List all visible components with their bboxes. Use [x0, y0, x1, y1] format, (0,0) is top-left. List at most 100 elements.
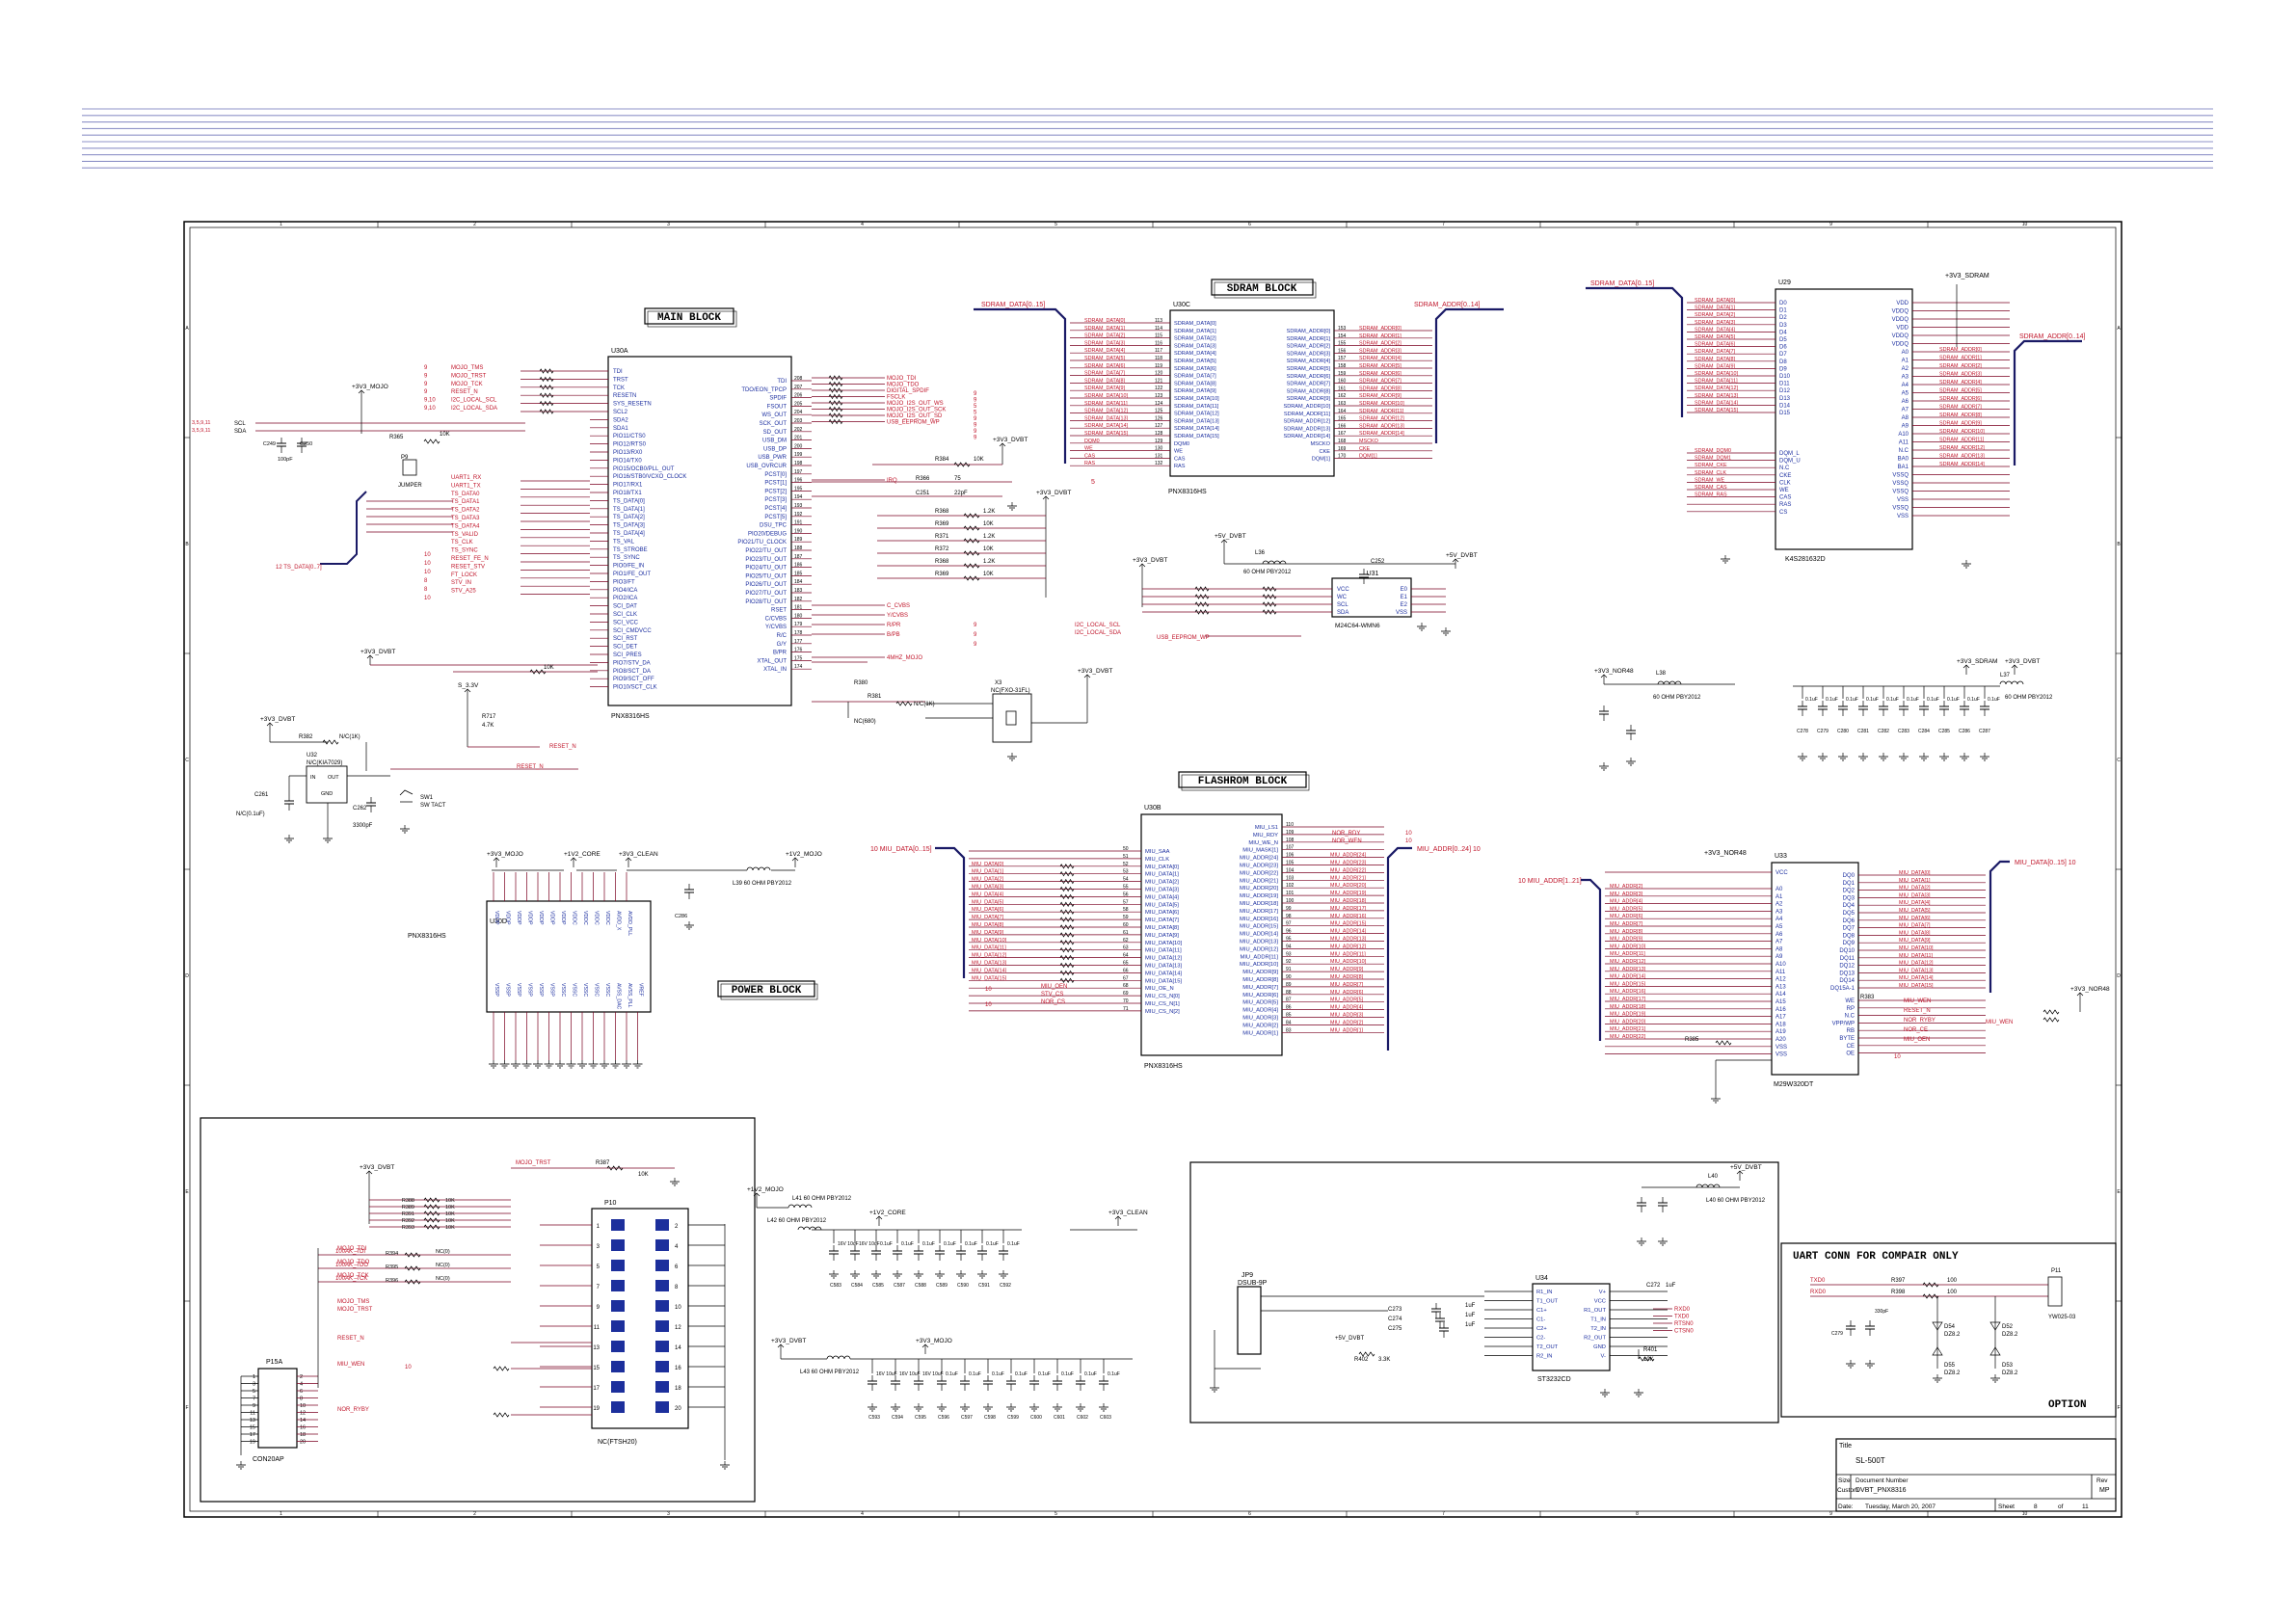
pin-number: 95	[1286, 937, 1292, 943]
net-label: 100AK_TCK	[335, 1276, 367, 1282]
pin-name: MIU_DATA[5]	[1145, 902, 1179, 908]
pin-number: 202	[794, 427, 803, 433]
pin-name: USB_PWR	[758, 455, 787, 461]
pin-number: 64	[1123, 953, 1129, 959]
supply-arrow	[1452, 558, 1459, 563]
pin-number: 106	[1286, 853, 1295, 859]
ref: C284	[1918, 729, 1930, 734]
net-label: SDRAM_ADDR[11]	[1939, 438, 1985, 443]
net-label: MIU_ADDR[20]	[1330, 883, 1367, 889]
supply-arrow	[1736, 1170, 1744, 1175]
pin-name: SDRAM_DATA[10]	[1174, 396, 1219, 402]
pin-name: TS_DATA[1]	[613, 507, 645, 513]
net-label: MIU_ADDR[5]	[1330, 998, 1364, 1003]
pin-name: D4	[1779, 330, 1787, 335]
net-label: MOJO_TMS	[451, 365, 483, 371]
net-label: MIU_WEN	[337, 1362, 364, 1368]
pin-name: D15	[1779, 411, 1791, 416]
ref: C587	[894, 1283, 905, 1289]
pin-number: 204	[794, 410, 803, 415]
net-label: MIU_ADDR[8]	[1330, 974, 1364, 980]
net-label: MIU_DATA[6]	[972, 907, 1004, 913]
col-mark: 7	[1442, 222, 1445, 227]
pin-number: 109	[1286, 830, 1295, 836]
value: 0.1uF	[1805, 697, 1818, 703]
pin-name: MIU_ADDR[6]	[1242, 993, 1278, 998]
resistor	[529, 669, 547, 675]
pin-name: A1	[1902, 359, 1909, 364]
pin-number: 4	[300, 1382, 303, 1388]
pin-name: DQ13	[1839, 971, 1855, 976]
pin-name: VSSQ	[1892, 473, 1909, 479]
net-label: SDRAM_ADDR[2]	[1359, 341, 1402, 347]
pin-name: A1	[1775, 894, 1783, 900]
value: 10K	[983, 546, 994, 552]
sheet-label: Sheet	[1998, 1503, 2015, 1510]
svg-text:U30C: U30C	[1173, 302, 1190, 308]
pin-number: 187	[794, 554, 803, 560]
ref: L40	[1708, 1174, 1719, 1180]
resistor	[1059, 954, 1075, 961]
ref: C595	[915, 1415, 926, 1421]
resistor	[1922, 1282, 1939, 1288]
date-value: Tuesday, March 20, 2007	[1865, 1503, 1936, 1510]
col-mark: 10	[2022, 1511, 2028, 1517]
pin-number: 159	[1338, 371, 1347, 377]
ref: C588	[915, 1283, 926, 1289]
net-label: SDRAM_DATA[1]	[1695, 306, 1736, 311]
pin-name: VDDP	[516, 911, 521, 925]
value: 0.1uF	[880, 1241, 893, 1247]
ref: C599	[1007, 1415, 1019, 1421]
svg-text:FLASHROM BLOCK: FLASHROM BLOCK	[1198, 776, 1288, 787]
pin-name: XTAL_OUT	[757, 658, 787, 664]
pin-number: 1	[597, 1224, 601, 1230]
ref: C262	[353, 806, 367, 812]
pin-number: 65	[1123, 961, 1129, 967]
resistor	[1059, 924, 1075, 930]
resistor	[606, 1165, 624, 1171]
pin-name: PIO11/CTS0	[613, 434, 646, 439]
pin-number: 96	[1286, 929, 1292, 935]
jumper-body	[402, 459, 417, 476]
pin-name: SDRAM_ADDR[1]	[1287, 336, 1331, 342]
supply-label: +3V3_DVBT	[260, 716, 295, 723]
pin-number: 206	[794, 393, 803, 399]
pin-name: D11	[1779, 382, 1790, 387]
net-label: SDRAM_ADDR[13]	[1939, 454, 1985, 460]
col-mark: 8	[1636, 222, 1639, 227]
pin-name: MIU_ADDR[7]	[1242, 985, 1278, 991]
supply-arrow	[791, 857, 799, 862]
svg-text:P10: P10	[604, 1200, 617, 1207]
pin-name: CLK	[1779, 480, 1791, 486]
net-label: SDRAM_CAS	[1695, 485, 1727, 491]
page-ref: 10	[424, 596, 431, 601]
pin-name: E1	[1401, 595, 1408, 600]
pin-number: 113	[1155, 318, 1162, 324]
pin-name: C1+	[1536, 1308, 1547, 1314]
net-label: SDRAM_DATA[10]	[1695, 371, 1739, 377]
pin-name: MIU_DATA[3]	[1145, 888, 1179, 893]
pin-name: MIU_ADDR[8]	[1242, 977, 1278, 983]
pin-name: MIU_SAA	[1145, 849, 1170, 855]
resistor	[828, 381, 843, 387]
net-label: MIU_ADDR[24]	[1330, 853, 1367, 859]
ref: SW1	[420, 795, 434, 801]
pin-number: 60	[1123, 922, 1129, 928]
ferrite	[1657, 680, 1682, 685]
row-mark: E	[185, 1189, 189, 1195]
resistor	[1059, 977, 1075, 983]
ref: R369	[935, 572, 949, 577]
pad	[655, 1381, 669, 1393]
pin-name: SDRAM_ADDR[4]	[1287, 359, 1331, 364]
jumper-label: JUMPER	[398, 483, 422, 489]
value: DZ8.2	[1944, 1332, 1961, 1338]
resistor	[963, 538, 980, 544]
pin-name: PIO16/STB0/VCXO_CLOCK	[613, 474, 686, 480]
net-label: MIU_ADDR[22]	[1610, 1034, 1646, 1040]
net-label: SDRAM_ADDR[13]	[1359, 423, 1404, 429]
net-label: SDRAM_ADDR[9]	[1359, 393, 1402, 399]
net-label: SDRAM_ADDR[8]	[1359, 386, 1402, 391]
pin-name: RB	[1847, 1028, 1855, 1034]
